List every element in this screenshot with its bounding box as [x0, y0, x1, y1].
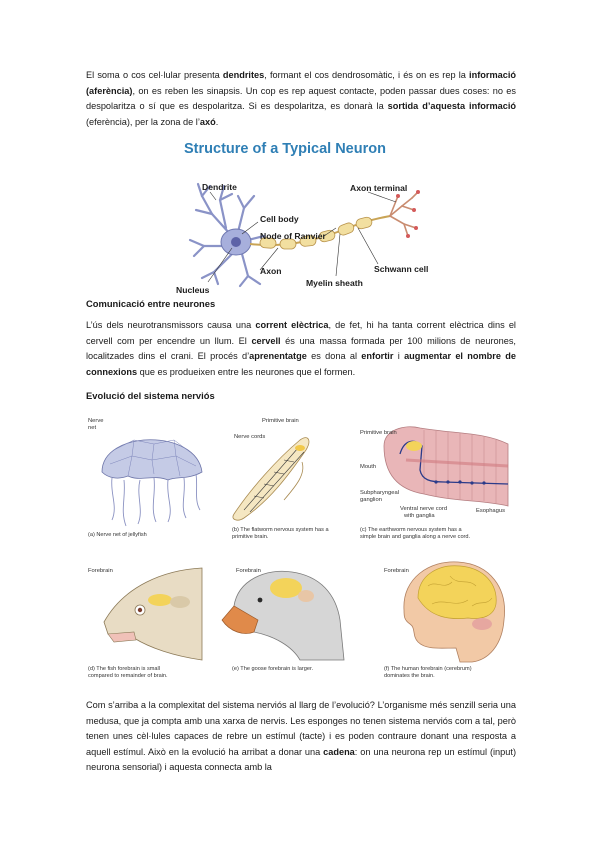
label-node-of-ranvier: Node of Ranvier [260, 231, 327, 241]
caption-f-line2: dominates the brain. [384, 673, 435, 679]
label-myelin-sheath: Myelin sheath [306, 278, 363, 288]
paragraph-neurotransmitters: L’ús dels neurotransmissors causa una co… [86, 318, 516, 380]
label-mouth: Mouth [360, 464, 376, 470]
heading-communication: Comunicació entre neurones [86, 298, 216, 309]
label-primitive-brain-c: Primitive brain [360, 430, 397, 436]
label-forebrain-f: Forebrain [384, 568, 409, 574]
neuron-figure-title: Structure of a Typical Neuron [184, 141, 386, 157]
panel-e-goose: Forebrain (e) The goose forebrain is lar… [221, 568, 345, 672]
label-esophagus: Esophagus [476, 508, 505, 514]
caption-b-line1: (b) The flatworm nervous system has a [232, 527, 329, 533]
text: El soma o cos cel·lular presenta [86, 70, 223, 80]
nucleus [231, 237, 241, 247]
text: és una massa formada per 100 milions de … [86, 335, 516, 362]
axon-terminal [389, 191, 419, 237]
nervous-system-evolution-figure: Nerve net (a) Nerve net of jellyfish Pri… [88, 418, 509, 679]
label-forebrain-e: Forebrain [236, 568, 261, 574]
text: es dona al [306, 351, 362, 362]
label-dendrite: Dendrite [202, 182, 237, 192]
label-net: net [88, 425, 96, 431]
panel-f-human: Forebrain (f) The human forebrain (cereb… [384, 561, 505, 679]
caption-f-line1: (f) The human forebrain (cerebrum) [384, 666, 472, 672]
panel-b-flatworm: Primitive brain Nerve cords (b) The flat… [232, 418, 329, 540]
label-axon-terminal: Axon terminal [350, 183, 407, 193]
label-axon: Axon [260, 266, 281, 276]
text: que es produeixen entre les neurones que… [137, 366, 356, 377]
bold-term: corrent elèctrica [255, 320, 329, 330]
bold-term: informació (aferència) [86, 70, 517, 96]
label-ganglion: ganglion [360, 497, 382, 503]
label-schwann-cell: Schwann cell [374, 264, 428, 274]
dendrite-branches [188, 182, 266, 288]
label-nucleus: Nucleus [176, 285, 210, 295]
myelin-sheath [259, 216, 373, 250]
terminal-buttons [396, 190, 420, 238]
label-subpharyngeal: Subpharyngeal [360, 490, 399, 496]
label-cell-body: Cell body [260, 214, 299, 224]
paragraph-soma: El soma o cos cel·lular presenta dendrit… [86, 68, 516, 130]
label-nerve: Nerve [88, 418, 103, 424]
bold-term: aprenentatge [249, 351, 307, 362]
text: (eferència), per la zona de l’ [86, 116, 200, 127]
bold-term: enfortir [361, 351, 394, 362]
panel-c-earthworm: Primitive brain Mouth Subpharyngeal gang… [360, 426, 509, 540]
text: , on es reben les sinapsis. Un cop es re… [86, 85, 516, 112]
caption-b-line2: primitive brain. [232, 534, 269, 540]
text: i [393, 351, 405, 362]
bold-term: cervell [251, 335, 281, 346]
heading-evolution: Evolució del sistema nerviós [86, 390, 215, 401]
text: . [215, 116, 219, 127]
text: L’ús dels neurotransmissors causa una [86, 320, 256, 330]
text: , de fet, hi ha tanta corrent elèctrica … [86, 320, 516, 346]
text: Com s’arriba a la complexitat del sistem… [86, 700, 516, 757]
neuron-structure-figure: Structure of a Typical Neuron [176, 141, 428, 295]
caption-d-line1: (d) The fish forebrain is small [88, 666, 160, 672]
text: : on una neurona rep un estímul (input) … [86, 746, 516, 773]
bold-term: axó [199, 116, 216, 127]
label-nerve-cords: Nerve cords [234, 434, 265, 440]
caption-d-line2: compared to remainder of brain. [88, 673, 168, 679]
leader-lines [207, 191, 397, 283]
caption-c-line2: simple brain and ganglia along a nerve c… [360, 534, 471, 540]
bold-term: sortida d’aquesta informació [387, 101, 517, 112]
text: , formant el cos dendrosomàtic, i és on … [264, 70, 470, 80]
bold-term: augmentar el nombre de connexions [86, 351, 516, 377]
caption-c-line1: (c) The earthworm nervous system has a [360, 527, 462, 533]
label-ventral-nerve-cord: Ventral nerve cord [400, 506, 447, 512]
caption-e: (e) The goose forebrain is larger. [232, 666, 313, 672]
paragraph-evolution-complexity: Com s’arriba a la complexitat del sistem… [86, 698, 516, 776]
label-primitive-brain: Primitive brain [262, 418, 299, 424]
label-forebrain-d: Forebrain [88, 568, 113, 574]
panel-d-fish: Forebrain (d) The fish forebrain is smal… [88, 567, 203, 679]
panel-a-jellyfish: Nerve net (a) Nerve net of jellyfish [88, 418, 203, 538]
bold-term: cadena [323, 746, 355, 757]
label-with-ganglia: with ganglia [403, 513, 435, 519]
bold-term: dendrites [222, 70, 265, 80]
caption-a: (a) Nerve net of jellyfish [88, 532, 147, 538]
